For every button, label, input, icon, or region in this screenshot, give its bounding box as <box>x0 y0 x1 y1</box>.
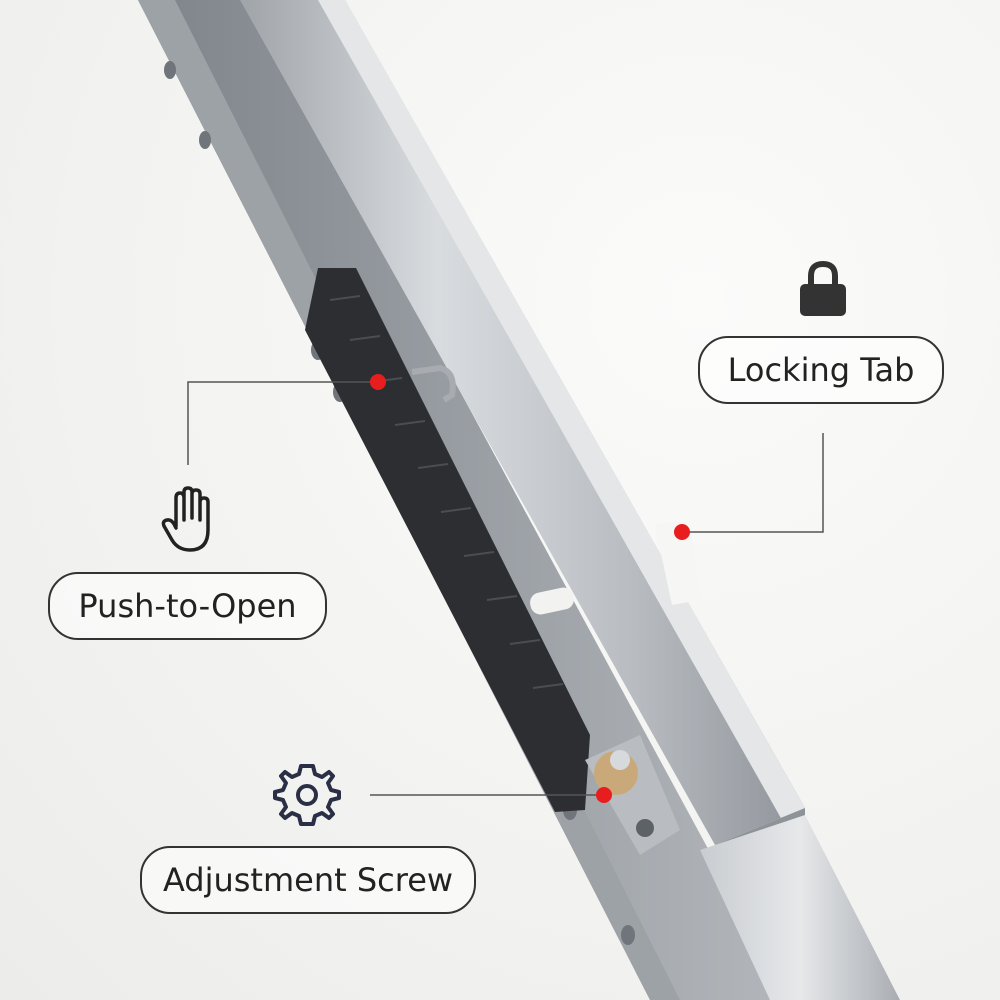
adjustment-screw-label: Adjustment Screw <box>140 846 476 914</box>
push-to-open-label: Push-to-Open <box>48 572 327 640</box>
locking-tab-label: Locking Tab <box>698 336 944 404</box>
leader-lines <box>187 381 824 796</box>
lower-rail <box>700 815 900 1000</box>
red-markers <box>370 374 690 803</box>
hand-icon <box>161 486 210 552</box>
mechanism-hook <box>411 364 456 403</box>
inner-rail <box>240 0 805 845</box>
push-mechanism-housing <box>305 268 590 812</box>
lock-icon <box>800 260 846 316</box>
locking-tab-peg <box>530 587 574 615</box>
locking-marker <box>674 524 690 540</box>
mechanism-ribs <box>329 295 564 689</box>
inner-rail-lip <box>318 0 805 820</box>
gear-icon <box>273 764 341 826</box>
locking-leader <box>682 433 824 533</box>
bracket-hole <box>636 819 654 837</box>
push-leader <box>187 381 378 465</box>
adjustment-screw-shaft <box>610 750 630 770</box>
locking-tab-body <box>655 520 700 605</box>
push-marker <box>370 374 386 390</box>
adjust-marker <box>596 787 612 803</box>
